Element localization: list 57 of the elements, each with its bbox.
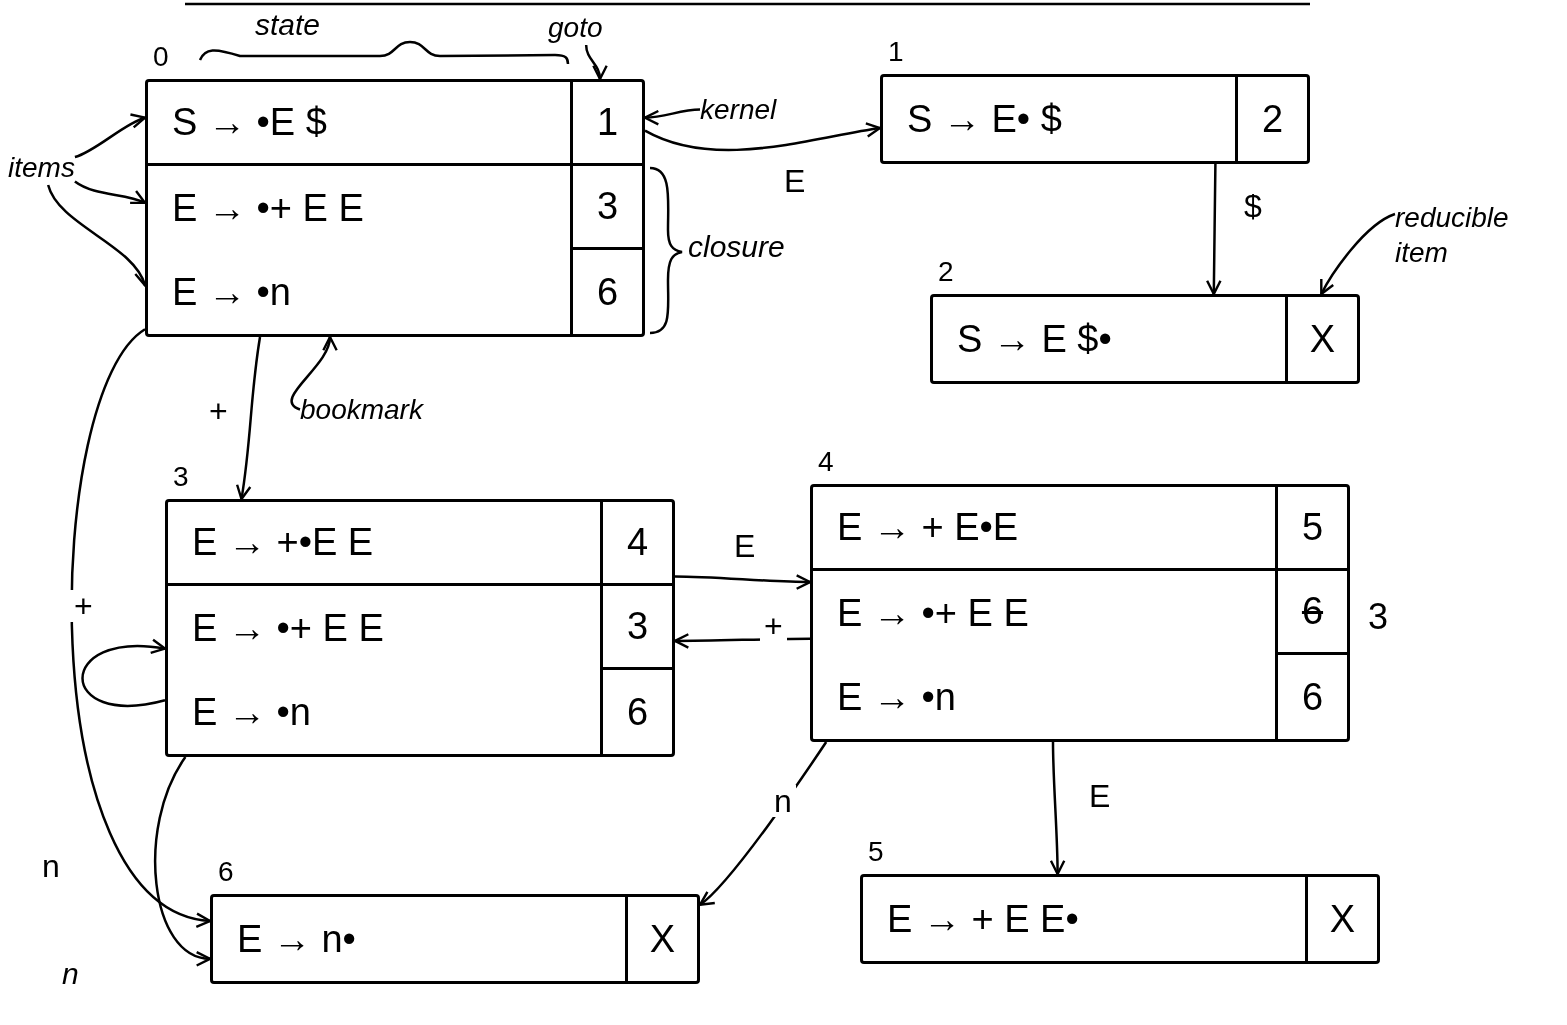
item-text: E → •+ E E — [191, 605, 385, 651]
goto-correction: 3 — [1367, 595, 1388, 639]
item-text: E → •+ E E — [171, 185, 365, 231]
leader-line — [1320, 212, 1396, 296]
annotation-text: items — [8, 150, 75, 185]
item-text: E → •n — [191, 689, 312, 735]
annotation-text: n — [62, 956, 79, 992]
goto-entry: 2 — [1235, 77, 1307, 161]
annotation-text: closure — [688, 229, 785, 265]
annotation-text: bookmark — [300, 392, 423, 427]
annotation-text: reducible item — [1395, 200, 1545, 270]
goto-entry: 6 — [1275, 571, 1347, 655]
arrow — [235, 336, 262, 501]
item-text: S → E $• — [956, 316, 1113, 362]
state-number: 2 — [937, 255, 954, 289]
arrow — [675, 574, 812, 590]
item-text: E → + E E• — [886, 896, 1080, 942]
state-number: 5 — [867, 835, 884, 869]
state-number: 3 — [172, 460, 189, 494]
state-number: 4 — [817, 445, 834, 479]
item-text: E → n• — [236, 916, 357, 962]
goto-entry: 4 — [600, 502, 672, 583]
edge-label: n — [770, 785, 796, 817]
leader-line — [643, 108, 701, 126]
leader-line — [584, 44, 607, 81]
arrow — [81, 639, 167, 707]
state-number: 0 — [152, 40, 169, 74]
arrow — [71, 328, 212, 925]
goto-entry: 3 — [600, 586, 672, 670]
item-text: E → •n — [836, 674, 957, 720]
annotation-text: state — [255, 7, 321, 43]
arrow — [153, 756, 212, 965]
goto-entry: X — [1305, 877, 1377, 961]
item-text: E → +•E E — [191, 520, 375, 565]
annotation-text: kernel — [700, 92, 777, 127]
state-number: 6 — [217, 855, 234, 889]
goto-entry: 5 — [1275, 487, 1347, 568]
arrow — [1206, 164, 1222, 296]
item-text: E → •+ E E — [836, 590, 1030, 636]
annotation-text: goto — [548, 10, 603, 45]
leader-line — [74, 180, 147, 205]
goto-entry: 6 — [570, 250, 642, 334]
state-number: 1 — [887, 35, 904, 69]
item-text: E → •n — [171, 269, 292, 315]
item-text: S → •E $ — [171, 100, 328, 145]
arrow — [1049, 742, 1066, 876]
item-text: E → + E•E — [836, 505, 1020, 550]
goto-entry: X — [625, 897, 697, 981]
leader-line — [74, 114, 147, 159]
goto-entry: 3 — [570, 166, 642, 250]
item-text: S → E• $ — [906, 96, 1063, 142]
arrow — [644, 122, 882, 152]
goto-entry: X — [1285, 297, 1357, 381]
goto-entry: 6 — [600, 670, 672, 754]
goto-entry: 1 — [570, 82, 642, 163]
leader-line — [290, 335, 336, 411]
goto-entry: 6 — [1275, 655, 1347, 739]
